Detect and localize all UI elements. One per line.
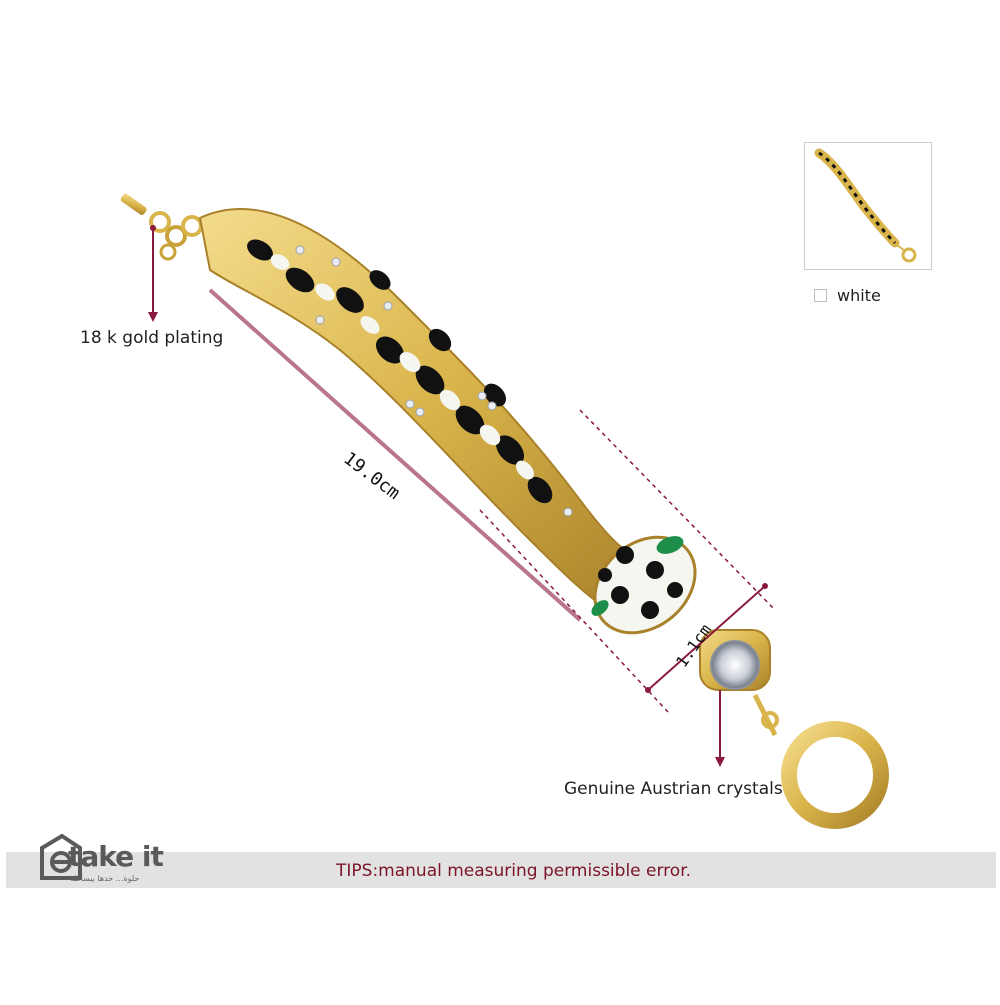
brand-logo-text: take it <box>68 840 164 873</box>
tips-bar <box>6 852 996 888</box>
color-option-label: white <box>837 286 881 305</box>
brand-tagline: حلوة... خدها ببساطة <box>70 874 140 883</box>
color-option[interactable]: white <box>814 286 881 305</box>
bracelet-thumbnail-image <box>814 148 917 263</box>
chain-icon <box>120 193 203 261</box>
cart-tag-icon <box>40 833 82 880</box>
snake-head <box>591 535 697 635</box>
color-checkbox[interactable] <box>814 289 827 302</box>
crystal-icon <box>710 640 760 690</box>
measurement-lines <box>148 225 776 767</box>
crystals-label: Genuine Austrian crystals <box>564 779 783 799</box>
tips-text: TIPS:manual measuring permissible error. <box>336 861 692 881</box>
color-thumbnail[interactable] <box>804 142 932 270</box>
gold-plating-label: 18 k gold plating <box>80 328 224 348</box>
snake-body <box>198 208 653 612</box>
toggle-clasp-icon <box>699 629 889 829</box>
